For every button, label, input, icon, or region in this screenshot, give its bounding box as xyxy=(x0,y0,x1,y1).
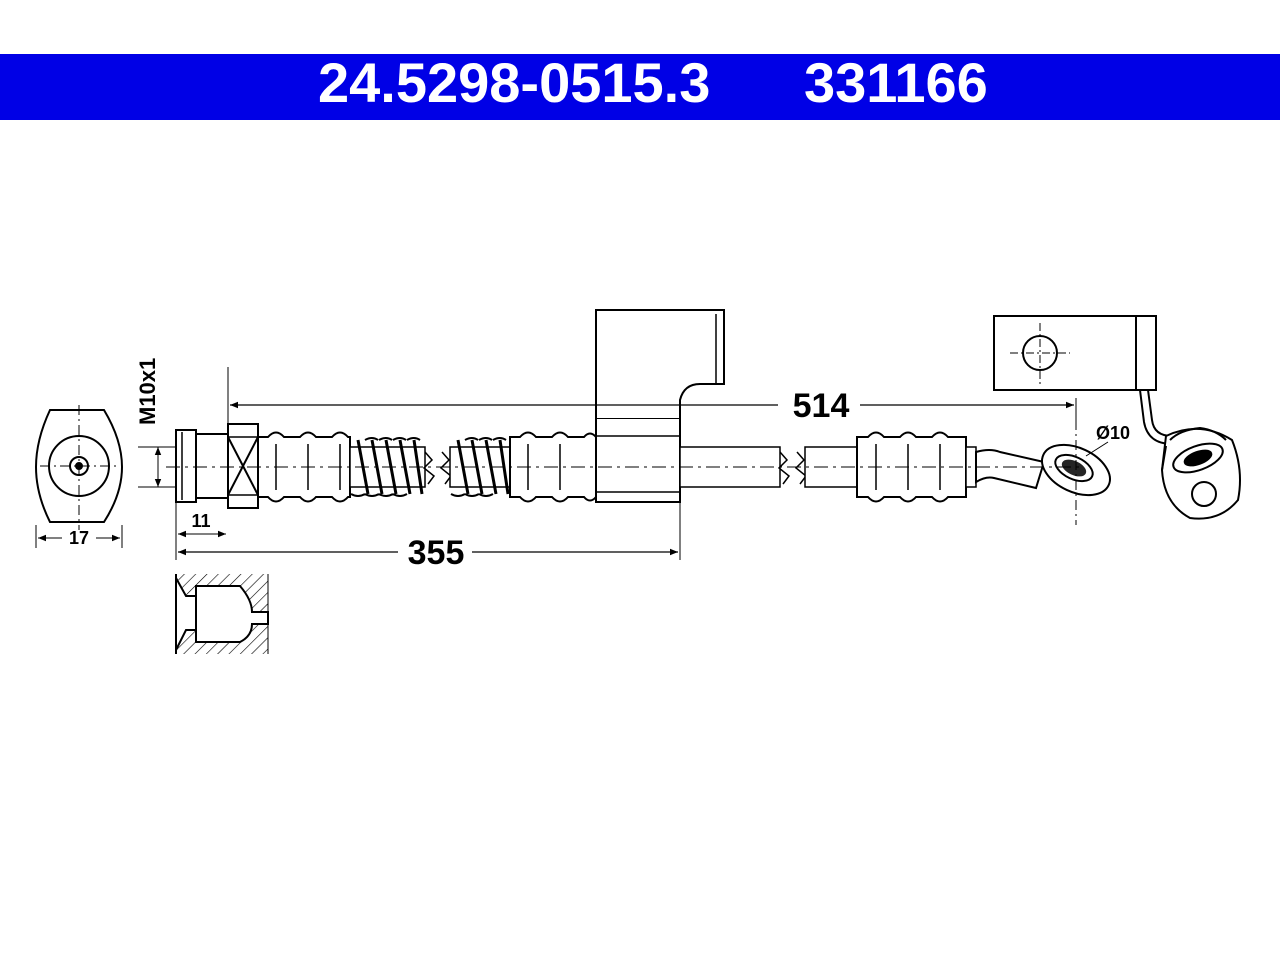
part-number-primary: 24.5298-0515.3 xyxy=(318,51,711,114)
part-number-secondary: 331166 xyxy=(804,51,988,114)
break-mark-left-2 xyxy=(439,451,453,485)
label-diameter: Ø10 xyxy=(1096,423,1130,443)
dimension-355 xyxy=(175,502,678,560)
label-17: 17 xyxy=(69,528,89,548)
label-355: 355 xyxy=(408,534,465,572)
male-fitting xyxy=(175,367,259,509)
banjo-side-view xyxy=(1160,426,1241,520)
header-bar xyxy=(0,54,1280,120)
dimension-514 xyxy=(230,398,1077,430)
thread-section-view xyxy=(175,574,269,654)
banjo-fitting xyxy=(975,400,1111,525)
thread-dimension xyxy=(138,446,175,488)
hex-end-view xyxy=(34,405,124,548)
break-mark-left xyxy=(422,451,436,485)
mounting-bracket xyxy=(595,309,725,560)
label-514: 514 xyxy=(793,387,850,425)
label-thread: M10x1 xyxy=(135,358,160,425)
label-11: 11 xyxy=(191,511,210,531)
right-bracket xyxy=(993,315,1173,445)
